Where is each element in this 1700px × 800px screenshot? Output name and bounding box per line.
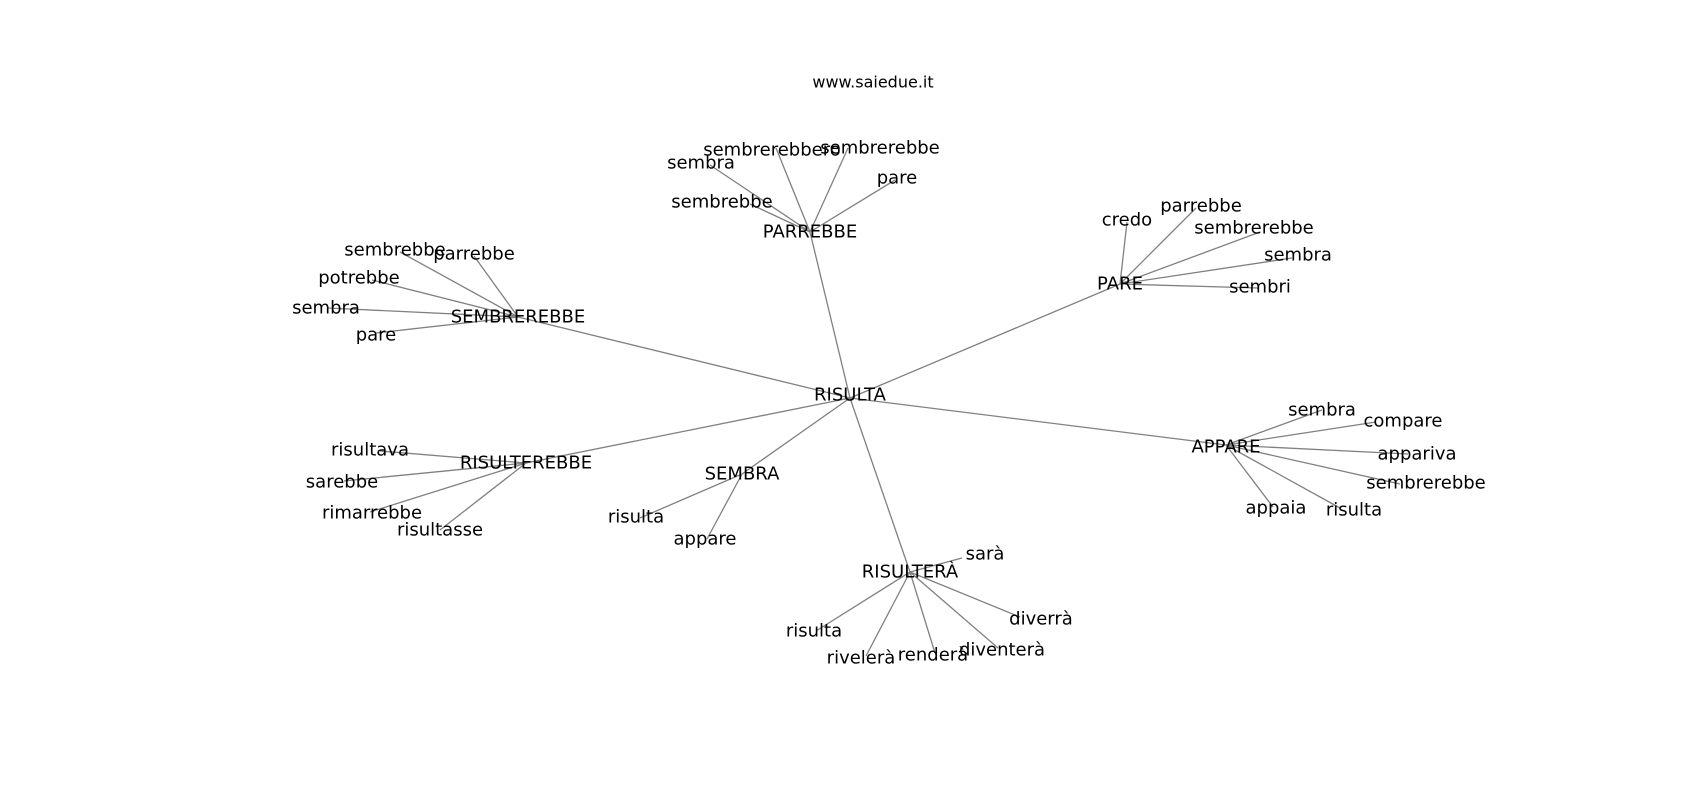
leaf-node-label: sarebbe [306, 472, 378, 493]
leaf-node-label: potrebbe [318, 268, 400, 289]
edge-hub-to-leaf [371, 279, 519, 318]
leaf-node-label: sembra [1288, 400, 1356, 421]
hub-node-label: SEMBREREBBE [451, 307, 586, 328]
edge-hub-to-leaf [439, 462, 527, 531]
edge-root-to-hub [517, 316, 851, 399]
edge-hub-to-leaf [1119, 257, 1293, 285]
leaf-node-label: appare [674, 529, 737, 550]
leaf-node-label: sembrerebbe [1366, 473, 1486, 494]
hub-node-label: RISULTERÀ [862, 561, 959, 583]
leaf-node-label: sembra [667, 153, 735, 174]
edge-hub-to-leaf [1225, 444, 1341, 509]
site-credit: www.saiedue.it [812, 73, 933, 92]
edge-hub-to-leaf [809, 179, 896, 233]
edge-root-to-hub [849, 397, 911, 573]
leaf-node-label: sembrerebbe [1194, 218, 1314, 239]
leaf-node-label: appariva [1378, 444, 1457, 465]
leaf-node-label: sembrebbe [344, 240, 445, 261]
edge-hub-to-leaf [1225, 444, 1401, 485]
edge-hub-to-leaf [1225, 409, 1323, 446]
leaf-node-label: diverrà [1009, 609, 1073, 630]
edge-hub-to-leaf [1119, 283, 1259, 289]
edge-hub-to-leaf [706, 473, 743, 540]
hub-node-label: APPARE [1191, 437, 1260, 458]
leaf-node-label: sembrerebbe [820, 138, 940, 159]
edge-hub-to-leaf [809, 147, 849, 233]
edge-hub-to-leaf [909, 557, 963, 573]
leaf-node-label: risulta [786, 621, 842, 642]
edge-hub-to-leaf [1119, 231, 1261, 285]
edge-hub-to-leaf [1225, 421, 1377, 446]
edge-hub-to-leaf [1225, 444, 1274, 508]
edge-hub-to-leaf [375, 316, 519, 334]
edge-hub-to-leaf [1119, 207, 1197, 285]
leaf-node-label: parrebbe [1160, 196, 1242, 217]
leaf-node-label: pare [877, 168, 918, 189]
edge-hub-to-leaf [1119, 221, 1128, 285]
leaf-node-label: sembrebbe [671, 192, 772, 213]
graph-nodes: RISULTAPARREBBEsembrerebberosembrerebbes… [292, 138, 1486, 669]
leaf-node-label: risultasse [397, 520, 483, 541]
leaf-node-label: rimarrebbe [322, 503, 422, 524]
edge-hub-to-leaf [369, 462, 527, 513]
edge-hub-to-leaf [865, 571, 911, 657]
leaf-node-label: sembri [1229, 277, 1291, 298]
edge-hub-to-leaf [909, 571, 999, 649]
edge-root-to-hub [741, 397, 851, 475]
edge-root-to-hub [525, 397, 851, 464]
leaf-node-label: credo [1102, 210, 1152, 231]
graph-edges [327, 147, 1409, 657]
edge-root-to-hub [809, 231, 851, 399]
leaf-node-label: sembrerebbero [703, 140, 841, 161]
leaf-node-label: diventerà [959, 640, 1045, 661]
edge-hub-to-leaf [1225, 444, 1409, 455]
leaf-node-label: rivelerà [827, 648, 896, 669]
edge-hub-to-leaf [909, 571, 936, 654]
edge-hub-to-leaf [639, 473, 743, 519]
leaf-node-label: renderà [898, 645, 968, 666]
edge-hub-to-leaf [399, 251, 519, 318]
hub-node-label: RISULTEREBBE [460, 453, 592, 474]
hub-node-label: PARE [1097, 274, 1143, 295]
leaf-node-label: parrebbe [433, 244, 515, 265]
edge-root-to-hub [849, 283, 1121, 399]
leaf-node-label: appaia [1246, 498, 1307, 519]
root-node-label: RISULTA [814, 385, 887, 406]
edge-hub-to-leaf [379, 450, 527, 464]
edge-hub-to-leaf [327, 307, 519, 318]
leaf-node-label: sarà [966, 544, 1005, 565]
leaf-node-label: risulta [608, 507, 664, 528]
leaf-node-label: sembra [1264, 245, 1332, 266]
leaf-node-label: risultava [331, 440, 409, 461]
leaf-node-label: pare [356, 325, 397, 346]
edge-hub-to-leaf [473, 255, 519, 318]
leaf-node-label: compare [1364, 411, 1443, 432]
leaf-node-label: risulta [1326, 500, 1382, 521]
edge-hub-to-leaf [709, 164, 811, 233]
hub-node-label: SEMBRA [705, 464, 780, 485]
edge-root-to-hub [849, 397, 1227, 446]
edge-hub-to-leaf [775, 147, 811, 233]
hub-node-label: PARREBBE [763, 222, 857, 243]
edge-hub-to-leaf [343, 462, 527, 482]
edge-hub-to-leaf [749, 203, 811, 233]
edge-hub-to-leaf [815, 571, 911, 632]
leaf-node-label: sembra [292, 298, 360, 319]
edge-hub-to-leaf [909, 571, 1021, 618]
